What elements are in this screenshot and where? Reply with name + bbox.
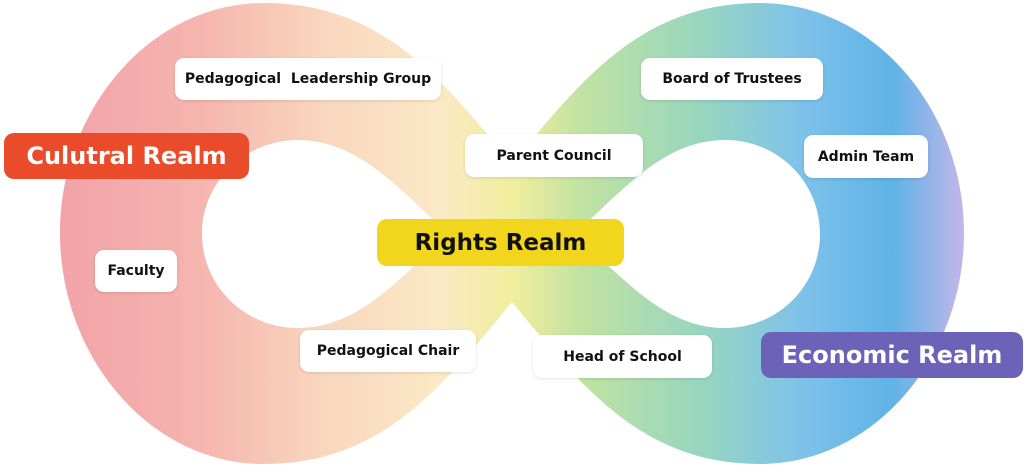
- rights-realm-label: Rights Realm: [377, 219, 624, 266]
- cultural-realm-label: Culutral Realm: [4, 133, 249, 179]
- node-pedagogical-chair: Pedagogical Chair: [300, 330, 476, 372]
- node-head-of-school: Head of School: [533, 335, 712, 378]
- economic-realm-label: Economic Realm: [761, 332, 1023, 378]
- node-parent-council: Parent Council: [465, 134, 643, 177]
- node-pedagogical-leadership-group: Pedagogical Leadership Group: [175, 58, 441, 100]
- node-faculty: Faculty: [95, 250, 177, 292]
- node-board-of-trustees: Board of Trustees: [641, 58, 823, 100]
- node-admin-team: Admin Team: [804, 135, 928, 178]
